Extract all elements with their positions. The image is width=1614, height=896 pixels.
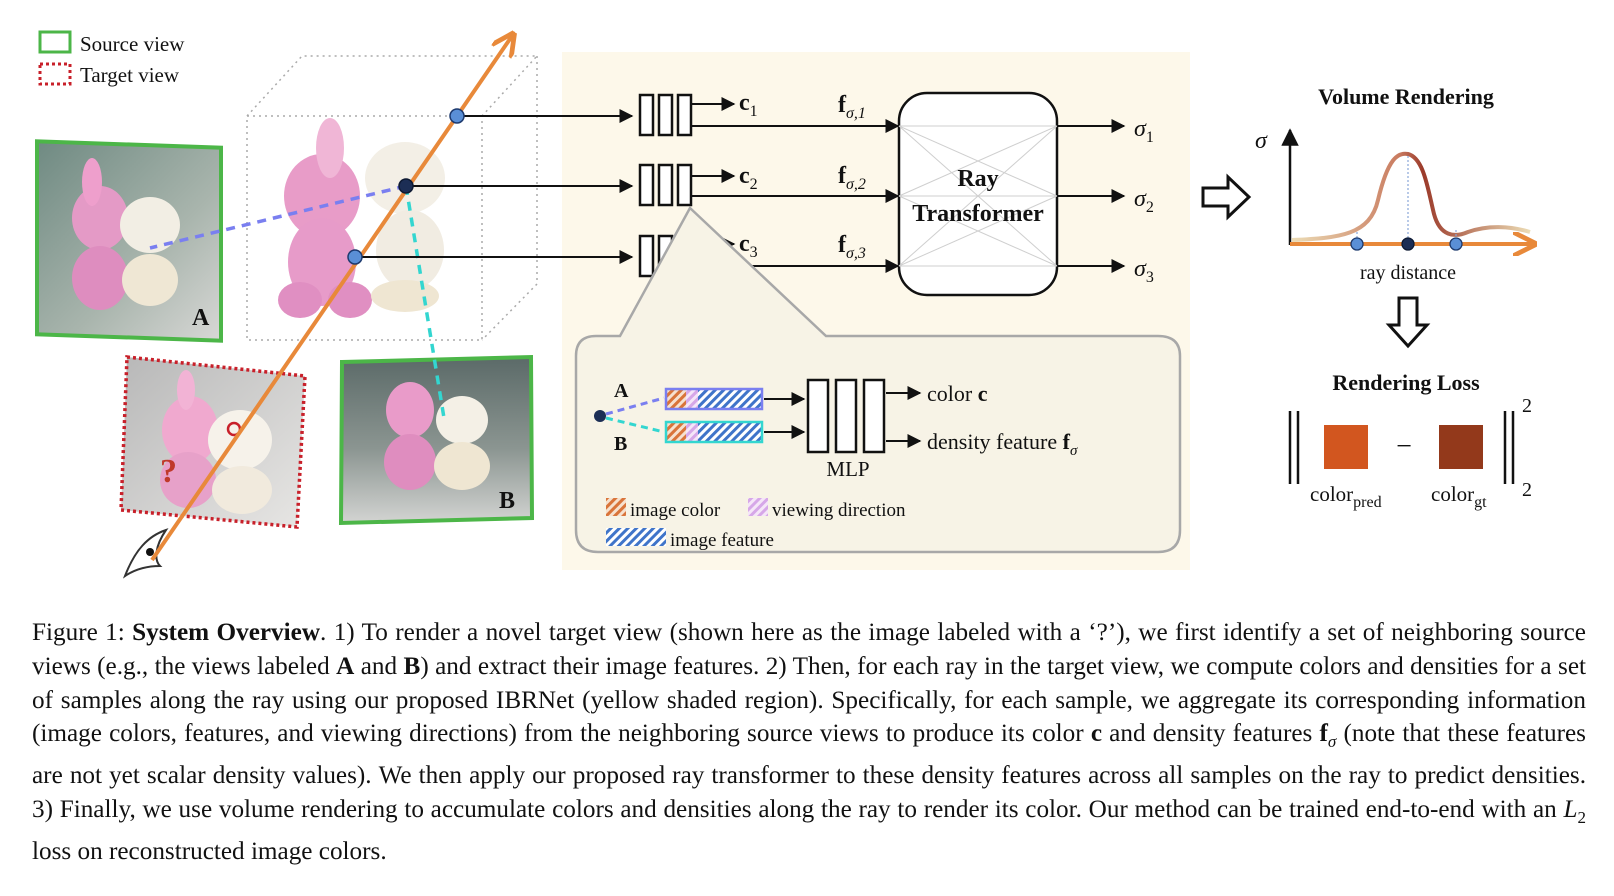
ray-transformer: Ray Transformer [897,91,1059,297]
legend-source-view: Source view [80,32,185,56]
color-output-2: c2 [739,163,758,193]
pred-color-label: colorpred [1310,482,1382,511]
sigma-3: σ3 [1134,256,1154,286]
sample-point-1 [449,108,465,124]
density-curve [1291,151,1531,242]
sample-points [347,108,634,265]
inset-mlp-label: MLP [826,457,869,481]
projection-line-b [404,185,446,419]
figure-diagram: Source view Target view A ? [35,0,1614,579]
view-b-label: B [499,488,515,514]
scene-bounding-box [246,55,539,341]
to-volume-rendering-arrow [1201,173,1252,221]
feature-vector-a [664,387,764,411]
volume-x-axis-label: ray distance [1360,262,1456,284]
feature-label-1: fσ,1 [838,92,866,122]
legend: Source view Target view [38,30,185,87]
predicted-color-swatch [1324,425,1368,469]
feature-vector-b [664,420,764,444]
rendering-loss: Rendering Loss − 2 2 colorpred colorgt [1288,370,1532,511]
legend-image-color-swatch [606,498,626,516]
density-outputs: σ1 σ2 σ3 [1057,116,1154,286]
loss-subscript: 2 [1522,479,1532,501]
question-mark: ? [160,453,177,490]
source-view-swatch [38,30,72,54]
projection-line-a [149,184,407,250]
toy-scene [278,118,445,318]
ground-truth-color-swatch [1439,425,1483,469]
inset-density-output: density feature fσ [927,429,1078,459]
legend-viewing-direction-swatch [748,498,768,516]
inset-label-b: B [614,433,627,455]
volume-sample-2 [1401,237,1415,251]
volume-rendering-title: Volume Rendering [1318,84,1494,109]
camera-eye-icon [122,528,169,579]
volume-sample-3 [1449,237,1463,251]
ray-transformer-label-1: Ray [957,166,998,192]
loss-minus: − [1396,431,1412,462]
color-output-3: c3 [739,231,758,261]
loss-exponent: 2 [1522,395,1532,417]
sample-point-3 [347,249,363,265]
target-view-swatch [38,62,72,86]
legend-image-feature: image feature [670,530,774,551]
volume-sample-1 [1350,237,1364,251]
sample-point-2 [398,178,414,194]
sigma-2: σ2 [1134,186,1154,216]
camera-ray [150,36,512,562]
view-a-label: A [192,305,210,331]
inset-label-a: A [614,380,629,402]
inset-aggregation: A B MLP color c density feature fσ image… [594,378,1078,551]
ray-transformer-label-2: Transformer [912,201,1044,227]
legend-image-feature-swatch [606,528,666,546]
rendering-loss-title: Rendering Loss [1332,370,1480,395]
legend-image-color: image color [630,500,721,521]
feature-label-3: fσ,3 [838,232,866,262]
gt-color-label: colorgt [1431,482,1487,511]
inset-sample-point [594,410,606,422]
target-view: ? [119,355,307,529]
source-view-a: A [35,139,223,343]
legend-target-view: Target view [80,63,180,87]
inset-mlp-block [806,378,886,454]
figure-caption: Figure 1: System Overview. 1) To render … [32,619,1586,865]
color-outputs: c1 c2 c3 [692,90,758,261]
legend-viewing-direction: viewing direction [772,500,906,521]
volume-rendering-plot: Volume Rendering σ ray distance [1255,84,1532,284]
color-output-1: c1 [739,90,758,120]
source-view-b: B [338,354,535,526]
sigma-1: σ1 [1134,116,1154,146]
inset-color-output: color c [927,381,988,406]
to-loss-arrow [1385,296,1431,349]
volume-y-axis-label: σ [1255,128,1268,154]
feature-label-2: fσ,2 [838,163,866,193]
